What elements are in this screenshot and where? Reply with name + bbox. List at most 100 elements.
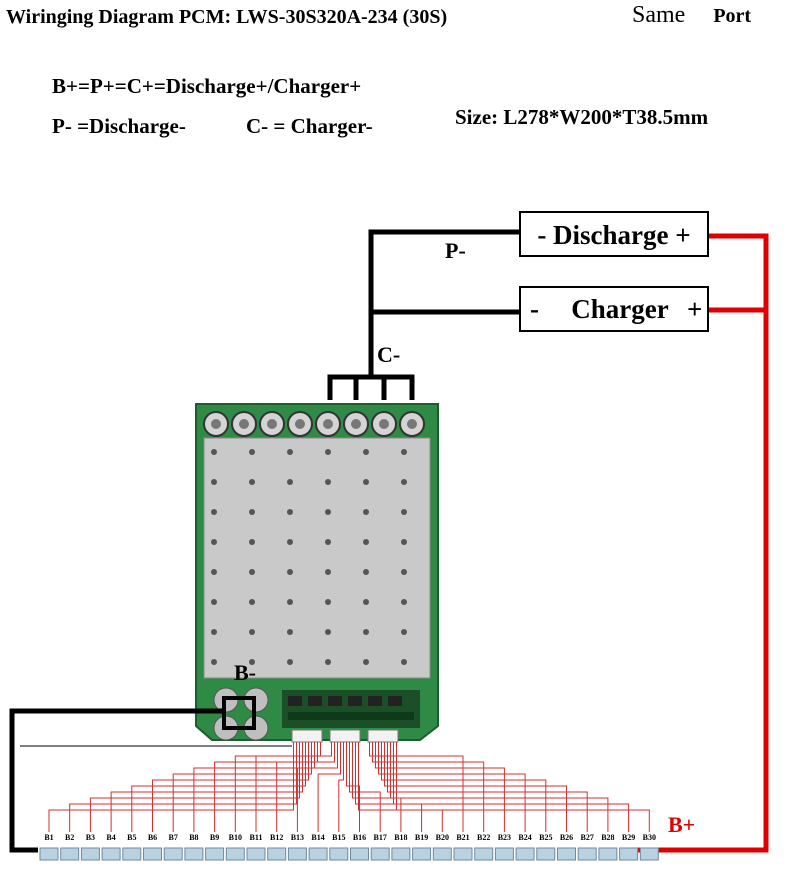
port-bolt-center [323,419,333,429]
charger-label: Charger [571,294,668,324]
cell-label: B26 [560,833,573,842]
cell-label: B22 [477,833,490,842]
heatsink-screw [287,479,293,485]
heatsink-screw [363,449,369,455]
balance-connector-3 [367,729,399,743]
port-bolt-center [211,419,221,429]
cell-label: B15 [332,833,345,842]
heatsink-screw [401,449,407,455]
cell-label: B6 [148,833,157,842]
cell-B9 [205,847,225,861]
sense-wire-B5 [131,742,306,832]
heatsink-screw [287,539,293,545]
cell-B28 [598,847,618,861]
sense-wire-B11 [255,742,332,832]
heatsink-screw [325,569,331,575]
sense-wire-B3 [89,742,300,832]
heatsink-screw [249,569,255,575]
heatsink-screw [363,629,369,635]
heatsink-screw [401,479,407,485]
cell-label: B28 [601,833,614,842]
heatsink-screw [325,509,331,515]
cell-B18 [391,847,411,861]
sense-wire-B30 [396,742,650,832]
balance-connector-1 [291,729,323,743]
sense-wire-B29 [393,742,630,832]
heatsink-screw [249,449,255,455]
cell-B2 [60,847,80,861]
cell-label: B9 [210,833,219,842]
cell-label: B18 [394,833,407,842]
heatsink-screw [363,509,369,515]
same-label: Same [632,2,686,28]
cell-B11 [246,847,266,861]
cell-B13 [287,847,307,861]
page-title: Wiringing Diagram PCM: LWS-30S320A-234 (… [6,6,448,28]
sense-wire-B4 [110,742,303,832]
heatsink-screw [211,449,217,455]
heatsink-screw [211,629,217,635]
heatsink-screw [363,599,369,605]
positive-equivalence-note: B+=P+=C+=Discharge+/Charger+ [52,74,362,98]
sense-wire-B1 [48,742,294,832]
cell-B5 [122,847,142,861]
sense-wire-B21 [369,742,464,832]
heatsink-screw [211,479,217,485]
cell-label: B21 [456,833,469,842]
balance-circuit [282,690,420,728]
cell-label: B23 [498,833,511,842]
cell-label: B25 [539,833,552,842]
cell-label: B3 [86,833,95,842]
heatsink-screw [287,599,293,605]
sense-wire-B13 [296,742,338,832]
port-bolt-center [239,419,249,429]
cell-B10 [225,847,245,861]
sense-wire-B2 [69,742,297,832]
cell-label: B27 [581,833,594,842]
cell-B27 [577,847,597,861]
cell-B7 [163,847,183,861]
cell-B16 [350,847,369,861]
heatsink-screw [211,659,217,665]
cell-B19 [412,847,432,861]
heatsink-plate [203,437,431,679]
sense-wire-B19 [355,742,423,832]
charger-box: - Charger + [519,286,709,332]
heatsink-screw [325,599,331,605]
cell-B3 [80,847,100,861]
port-bolt-center [407,419,417,429]
b-plus-label: B+ [668,812,695,837]
cell-label: B19 [415,833,428,842]
cell-label: B13 [291,833,304,842]
cell-label: B2 [65,833,74,842]
heatsink-screw [325,539,331,545]
cell-label: B30 [643,833,656,842]
cell-label: B1 [44,833,53,842]
sense-wire-B23 [375,742,505,832]
cell-label: B4 [106,833,115,842]
cell-label: B7 [169,833,178,842]
cell-label: B20 [436,833,449,842]
b-minus-wiring [9,696,292,853]
heatsink-screw [401,659,407,665]
heatsink-screw [249,509,255,515]
heatsink-screw [401,599,407,605]
size-note: Size: L278*W200*T38.5mm [455,105,709,129]
sense-wire-B22 [372,742,485,832]
cell-B14 [308,847,328,861]
pcm-board [195,403,439,743]
port-label: Port [713,5,752,27]
sense-wire-B12 [276,742,335,832]
sense-wire-B28 [390,742,609,832]
heatsink-screw [401,509,407,515]
heatsink-screw [401,629,407,635]
cell-B20 [432,847,452,861]
negative-wiring [327,229,520,400]
cell-B1 [39,847,59,861]
heatsink-screw [287,449,293,455]
cell-label: B5 [127,833,136,842]
heatsink-screw [287,569,293,575]
heatsink-screw [249,629,255,635]
p-minus-note: P- =Discharge- [52,114,186,138]
